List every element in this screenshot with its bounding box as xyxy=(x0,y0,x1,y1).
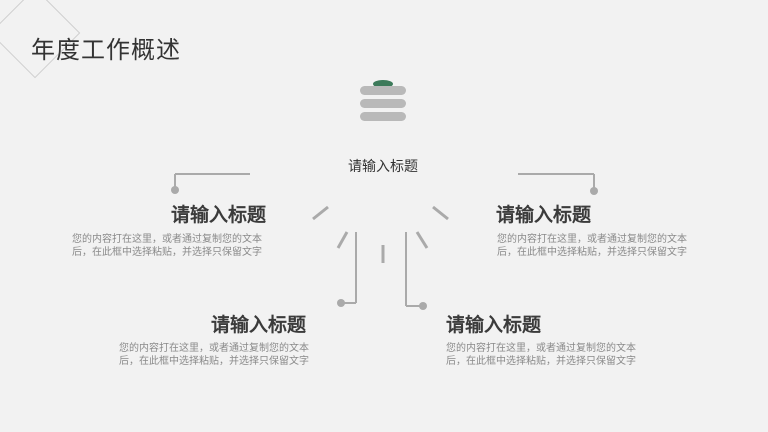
item-title-bottom-left: 请输入标题 xyxy=(210,314,306,336)
database-stack-icon xyxy=(360,80,406,121)
item-title-top-left: 请输入标题 xyxy=(170,204,266,226)
item-body-top-left: 您的内容打在这里，或者通过复制您的文本后，在此框中选择粘贴，并选择只保留文字 xyxy=(72,234,262,258)
item-body-bottom-left: 您的内容打在这里，或者通过复制您的文本后，在此框中选择粘贴，并选择只保留文字 xyxy=(119,343,309,367)
radiating-dashes xyxy=(312,205,449,263)
page-title: 年度工作概述 xyxy=(31,36,181,64)
item-title-top-right: 请输入标题 xyxy=(496,204,592,226)
connector-bottom-left xyxy=(337,232,357,307)
center-title: 请输入标题 xyxy=(348,159,418,175)
connector-bottom-right xyxy=(405,232,427,310)
item-body-top-right: 您的内容打在这里，或者通过复制您的文本后，在此框中选择粘贴，并选择只保留文字 xyxy=(497,234,687,258)
connector-top-right xyxy=(518,173,598,195)
item-body-bottom-right: 您的内容打在这里，或者通过复制您的文本后，在此框中选择粘贴，并选择只保留文字 xyxy=(446,343,636,367)
connector-top-left xyxy=(171,173,250,194)
item-title-bottom-right: 请输入标题 xyxy=(446,314,542,336)
